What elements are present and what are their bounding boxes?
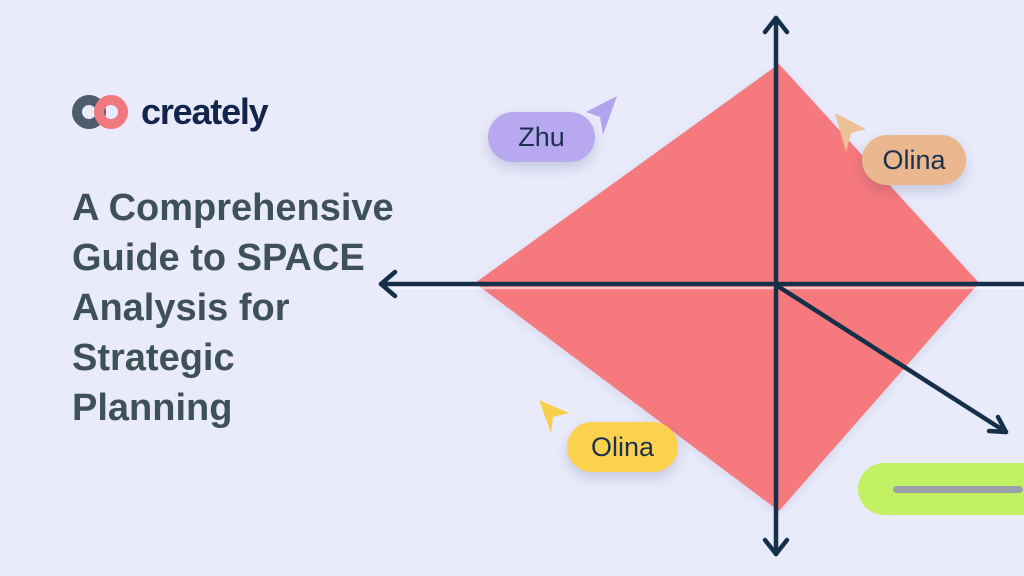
headline-line: Analysis for — [72, 287, 290, 329]
green-pill-decoration — [858, 463, 1024, 515]
up-arrowhead-icon — [762, 15, 790, 35]
diagonal-arrowhead-icon — [986, 414, 1009, 435]
olina-bottom-cursor-icon — [539, 400, 569, 433]
brand-wordmark: creately — [141, 91, 269, 132]
collaborator-pill-olina-bottom: Olina — [567, 422, 678, 472]
brand-logo: creately — [72, 91, 269, 132]
left-arrowhead-icon — [378, 269, 398, 299]
collaborator-pill-olina-top: Olina — [862, 135, 966, 185]
olina-top-cursor-icon — [835, 113, 866, 152]
page-title: A Comprehensive Guide to SPACE Analysis … — [72, 183, 452, 433]
collaborator-pill-zhu: Zhu — [488, 112, 595, 162]
logo-right-ring-icon — [94, 95, 128, 129]
collaborator-label: Olina — [590, 431, 655, 462]
headline-line: Guide to SPACE — [72, 237, 365, 279]
headline-line: Strategic — [72, 337, 235, 379]
collaborator-label: Zhu — [518, 121, 565, 152]
headline-line: A Comprehensive — [72, 187, 394, 229]
headline-line: Planning — [72, 387, 233, 429]
axes-group — [378, 15, 1024, 557]
zhu-cursor-icon — [586, 96, 617, 135]
diagonal-axis-line — [773, 282, 1009, 435]
green-pill-bar — [893, 486, 1023, 493]
collaborator-label: Olina — [882, 144, 946, 175]
down-arrowhead-icon — [762, 537, 790, 557]
